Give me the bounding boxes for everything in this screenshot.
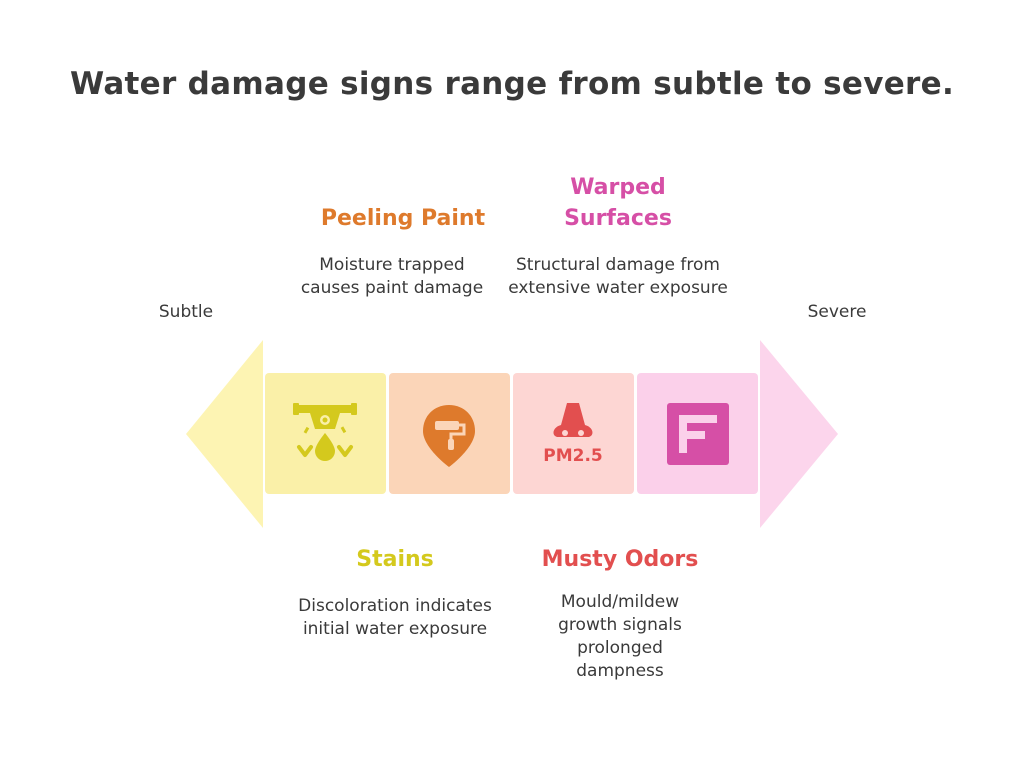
musty-odors-tile: PM2.5 (513, 373, 634, 494)
pm25-label: PM2.5 (543, 446, 603, 466)
stage-desc-peeling-paint: Moisture trapped causes paint damage (300, 255, 484, 298)
stains-tile (265, 373, 386, 494)
water-leak-icon (293, 403, 357, 461)
stage-heading-stains: Stains (356, 547, 434, 572)
right-arrow-head (760, 340, 838, 528)
nose-pm25-icon: PM2.5 (543, 403, 603, 466)
stage-heading-warped-surfaces: Warped Surfaces (564, 175, 672, 231)
left-arrow-head (186, 340, 263, 528)
warped-board-icon (667, 403, 729, 465)
stage-desc-stains: Discoloration indicates initial water ex… (298, 596, 492, 639)
stage-heading-musty-odors: Musty Odors (541, 547, 699, 572)
diagram-title: Water damage signs range from subtle to … (69, 66, 955, 102)
peeling-paint-tile (389, 373, 510, 494)
stage-desc-warped-surfaces: Structural damage from extensive water e… (508, 255, 728, 298)
stage-heading-peeling-paint: Peeling Paint (320, 206, 486, 231)
subtle-label: Subtle (158, 302, 214, 322)
warped-surfaces-tile (637, 373, 758, 494)
stage-desc-musty-odors: Mould/mildew growth signals prolonged da… (558, 592, 682, 681)
paint-roller-pin-icon (423, 405, 475, 467)
severe-label: Severe (807, 302, 867, 322)
